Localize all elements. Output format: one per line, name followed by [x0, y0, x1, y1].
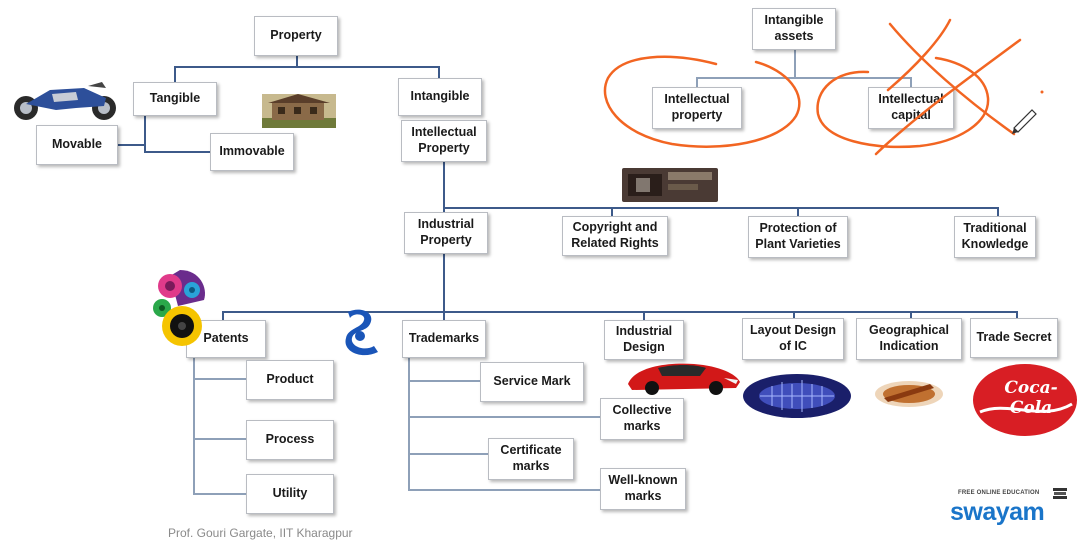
node-intellectual-property: Intellectual Property — [401, 120, 487, 162]
connector-line — [174, 66, 176, 82]
connector-line — [144, 151, 210, 153]
node-property: Property — [254, 16, 338, 56]
connector-line — [443, 311, 445, 320]
node-trademarks: Trademarks — [402, 320, 486, 358]
node-service-mark: Service Mark — [480, 362, 584, 402]
connector-line — [794, 50, 796, 78]
connector-line — [408, 380, 482, 382]
connector-line — [222, 311, 224, 320]
connector-line — [193, 438, 247, 440]
node-well-known-marks: Well-known marks — [600, 468, 686, 510]
connector-line — [408, 358, 410, 490]
red-car-image — [628, 363, 740, 395]
connector-line — [174, 66, 440, 68]
connector-line — [997, 207, 999, 216]
connector-line — [793, 311, 795, 320]
swayam-tagline: FREE ONLINE EDUCATION — [958, 490, 1040, 496]
ic-layout-image — [743, 374, 851, 418]
connector-line — [696, 77, 698, 87]
connector-line — [117, 144, 145, 146]
connector-line — [222, 311, 1018, 313]
node-layout-design: Layout Design of IC — [742, 318, 844, 360]
connector-line — [408, 416, 602, 418]
connector-line — [1016, 311, 1018, 320]
annotation-circle-capital — [816, 56, 990, 149]
node-certificate-marks: Certificate marks — [488, 438, 574, 480]
node-immovable: Immovable — [210, 133, 294, 171]
annotation-cross-c — [886, 18, 952, 92]
connector-line — [910, 311, 912, 320]
connector-line — [408, 489, 602, 491]
node-collective-marks: Collective marks — [600, 398, 684, 440]
node-intangible-assets: Intangible assets — [752, 8, 836, 50]
connector-line — [443, 207, 999, 209]
node-intangible: Intangible — [398, 78, 482, 116]
connector-line — [438, 66, 440, 82]
node-trade-secret: Trade Secret — [970, 318, 1058, 358]
swayam-logo: FREE ONLINE EDUCATION swayam — [944, 486, 1072, 538]
node-movable: Movable — [36, 125, 118, 165]
node-industrial-property: Industrial Property — [404, 212, 488, 254]
annotation-cross-b — [874, 38, 1022, 156]
ip-photo-image — [622, 168, 718, 202]
node-geographical-indication: Geographical Indication — [856, 318, 962, 360]
connector-line — [296, 55, 298, 67]
connector-line — [797, 207, 799, 216]
connector-line — [193, 493, 247, 495]
gears-image — [153, 270, 205, 346]
node-ip-right: Intellectual property — [652, 87, 742, 129]
annotation-circle-ip — [603, 55, 801, 148]
connector-line — [193, 358, 195, 495]
connector-line — [696, 77, 912, 79]
motorcycle-image — [14, 82, 116, 120]
node-copyright: Copyright and Related Rights — [562, 216, 668, 256]
footer-credit: Prof. Gouri Gargate, IIT Kharagpur — [168, 526, 353, 540]
gi-product-image — [875, 381, 943, 407]
annotation-cross-a — [888, 22, 1016, 136]
trademark-symbol-image — [345, 309, 378, 356]
connector-line — [643, 311, 645, 320]
coca-cola-logo-text: Coca-Cola — [1004, 378, 1058, 418]
connector-line — [144, 116, 146, 152]
node-product: Product — [246, 360, 334, 400]
connector-line — [910, 77, 912, 87]
node-traditional-knowledge: Traditional Knowledge — [954, 216, 1036, 258]
connector-line — [193, 378, 247, 380]
node-industrial-design: Industrial Design — [604, 320, 684, 360]
node-plant-varieties: Protection of Plant Varieties — [748, 216, 848, 258]
house-image — [262, 94, 336, 128]
node-process: Process — [246, 420, 334, 460]
node-utility: Utility — [246, 474, 334, 514]
books-icon — [1053, 488, 1067, 499]
coca-cola-image — [973, 364, 1077, 436]
pen-cursor-icon — [1012, 109, 1037, 134]
connector-line — [408, 453, 488, 455]
swayam-wordmark: swayam — [950, 498, 1045, 526]
connector-line — [611, 207, 613, 216]
node-tangible: Tangible — [133, 82, 217, 116]
